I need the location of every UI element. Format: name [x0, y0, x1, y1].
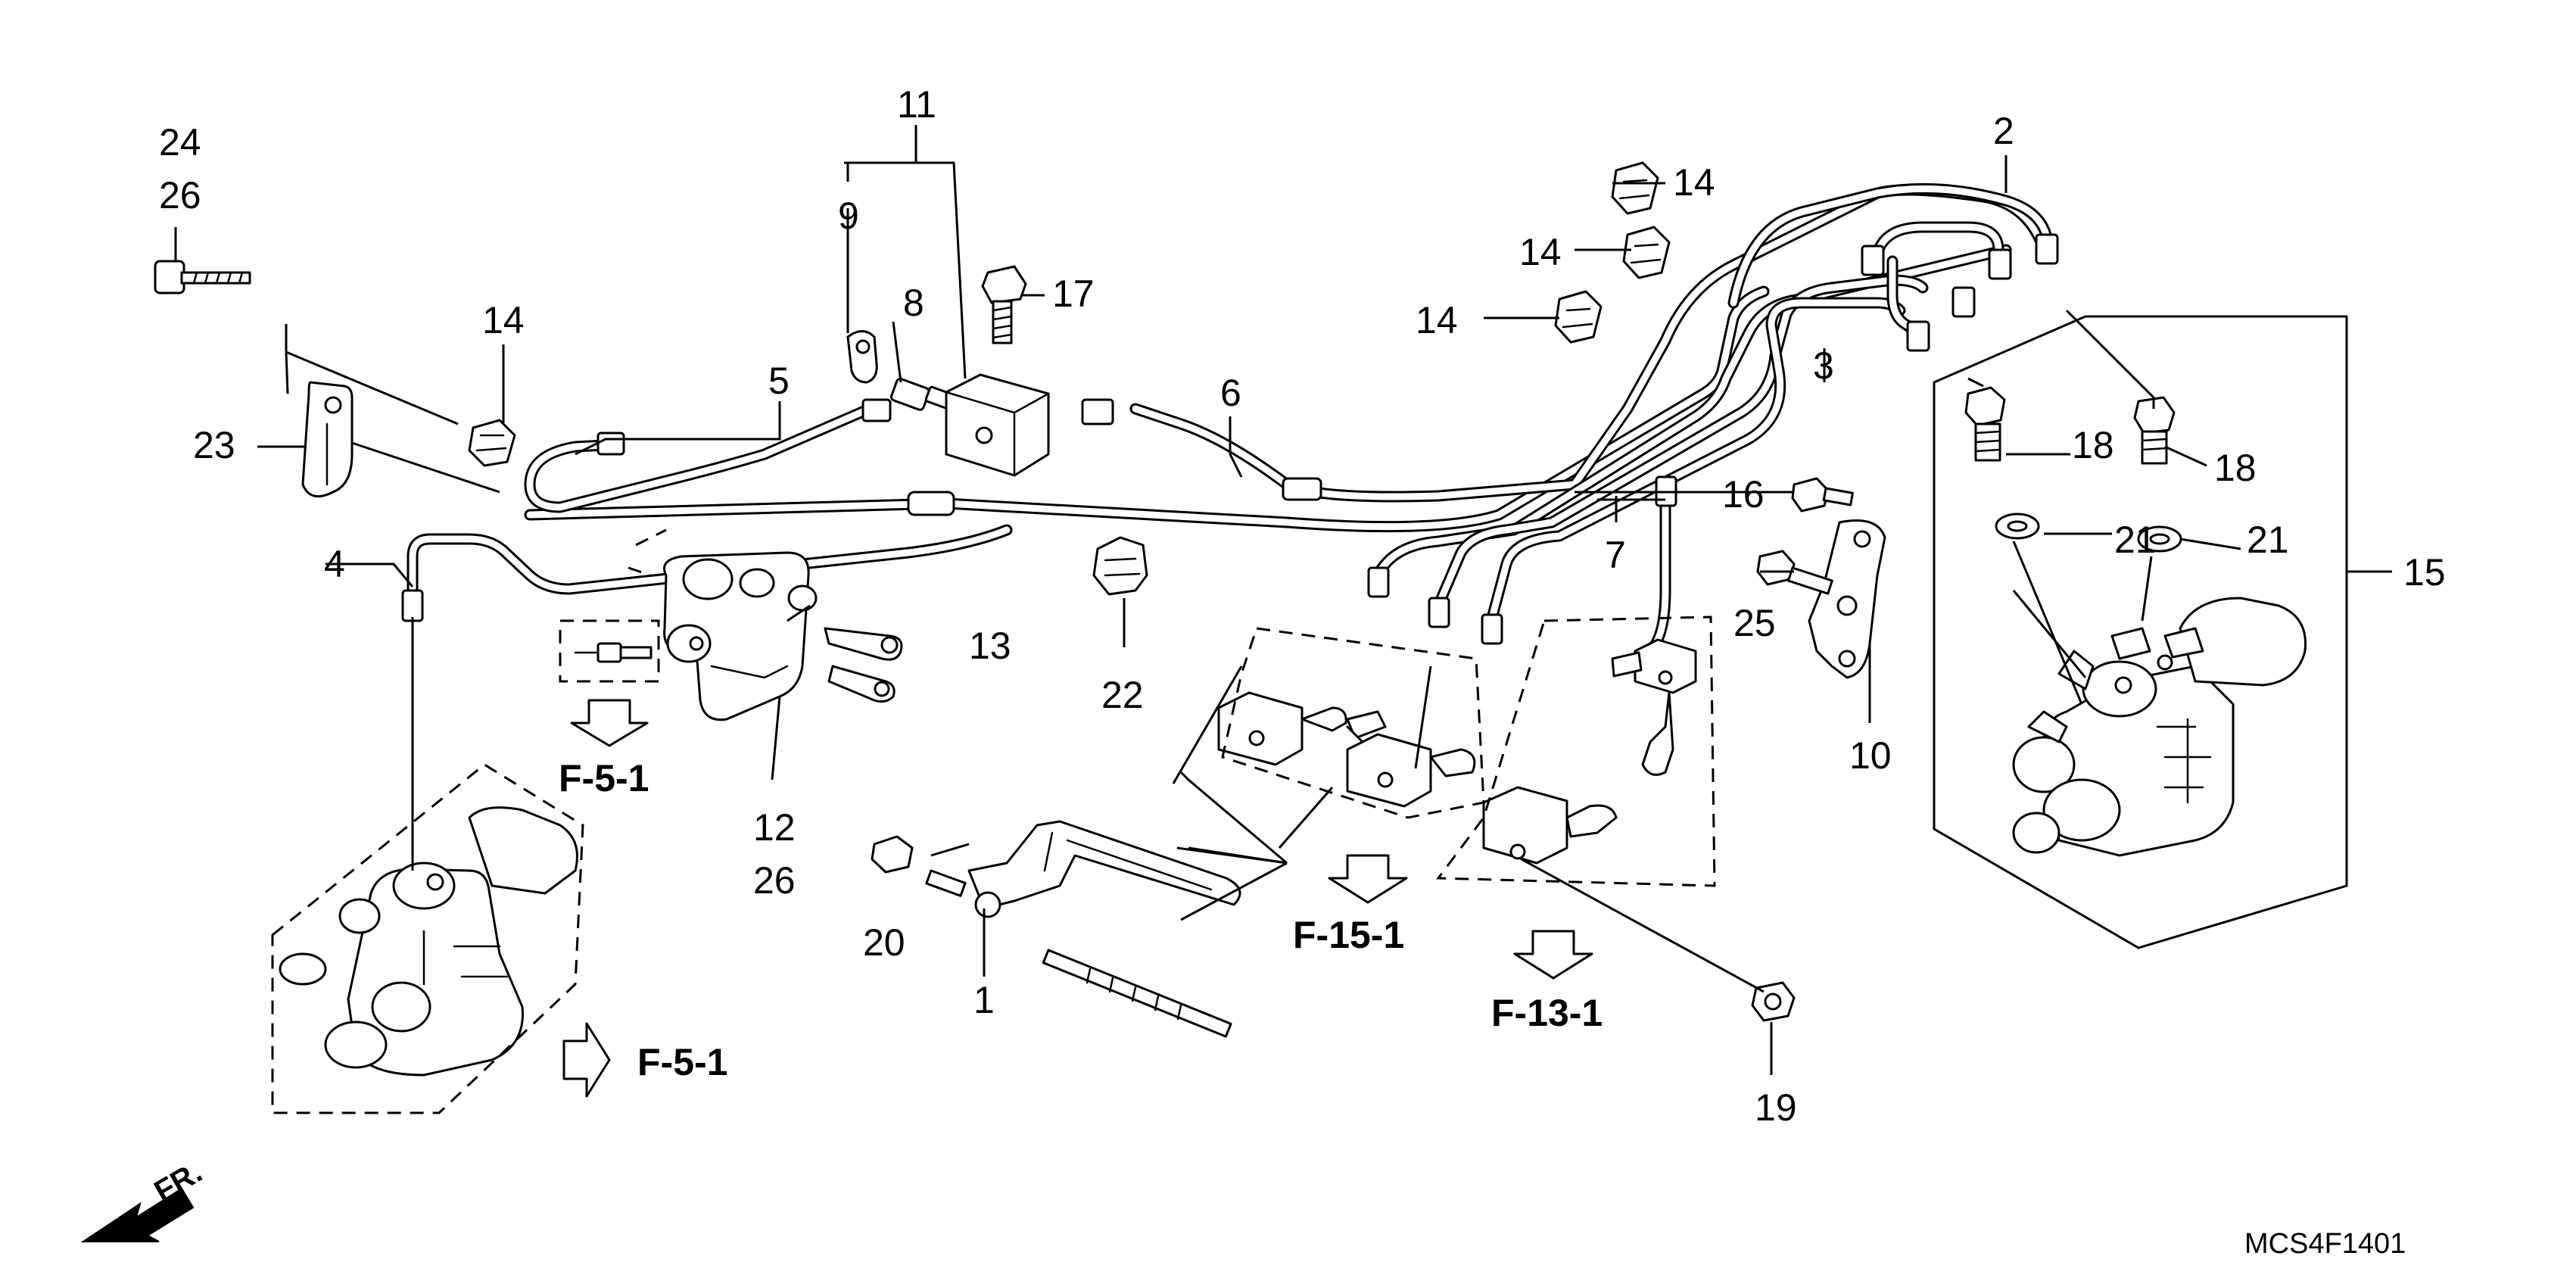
pipe-fittings: [401, 233, 2059, 645]
callout-11: 11: [897, 83, 936, 126]
clip-14-top: [1611, 161, 1659, 215]
ref-label-f-15-1: F-15-1: [1293, 914, 1404, 956]
callout-24: 24: [159, 121, 201, 164]
ref-label-f-5-1-b: F-5-1: [637, 1041, 727, 1083]
callout-9: 9: [838, 195, 859, 237]
clip-14-left: [468, 419, 516, 467]
dashed-outlines: [271, 528, 1716, 1114]
washer-21-left: [1995, 513, 2040, 540]
brake-pipes: [406, 182, 2054, 672]
arrow-down-icon: [570, 699, 649, 747]
arrow-down-icon: [1513, 930, 1593, 980]
bolt-18-right: [2133, 396, 2176, 465]
bolt-16: [1791, 477, 1854, 513]
callout-17: 17: [1052, 273, 1095, 315]
arrow-right-icon: [562, 1022, 611, 1098]
group-15-outline: [1933, 315, 2348, 949]
bolt-25: [1756, 550, 1833, 595]
callout-7: 7: [1605, 534, 1626, 576]
callout-14c: 14: [1519, 231, 1562, 273]
callout-12: 12: [753, 806, 796, 849]
callout-3: 3: [1813, 344, 1834, 387]
callout-4: 4: [324, 543, 345, 585]
callout-16: 16: [1722, 473, 1765, 516]
callout-14d: 14: [1416, 299, 1458, 341]
callout-23: 23: [193, 424, 235, 466]
right-joint: [1611, 638, 1697, 776]
callout-22: 22: [1101, 674, 1144, 716]
callout-13: 13: [969, 625, 1011, 667]
callout-14a: 14: [482, 299, 525, 341]
callout-6: 6: [1220, 372, 1241, 414]
callout-5: 5: [768, 360, 790, 402]
bleed-cap-9: [846, 330, 878, 384]
callout-19: 19: [1755, 1086, 1797, 1129]
joint-block: [945, 373, 1050, 477]
bolt-17: [981, 265, 1027, 344]
callout-1: 1: [973, 979, 995, 1021]
rear-modulator-15: [2012, 597, 2307, 857]
callout-21b: 21: [2247, 519, 2289, 561]
callout-18b: 18: [2214, 447, 2257, 489]
callout-8: 8: [903, 282, 924, 324]
bolt-18-left: [1964, 386, 2006, 462]
callout-numbers: 1 2 3 4 5 6 7 8 9 10 11 12 13 14 14 14 1…: [159, 83, 2446, 1129]
ref-label-f-5-1-a: F-5-1: [559, 757, 649, 799]
bolt-24: [154, 260, 251, 294]
leader-lines: [174, 125, 2392, 1075]
callout-10: 10: [1849, 734, 1892, 777]
callout-15: 15: [2403, 551, 2446, 594]
valve-12: [663, 551, 818, 721]
ref-label-f-13-1: F-13-1: [1491, 992, 1603, 1034]
diagram-code: MCS4F1401: [2244, 1228, 2406, 1260]
reference-labels: F-5-1 F-5-1 F-15-1 F-13-1: [559, 757, 1603, 1083]
nut-20: [871, 835, 967, 897]
bracket-1: [967, 820, 1241, 1038]
callout-20: 20: [863, 921, 905, 964]
bleeder-small: [574, 642, 653, 663]
front-arrow-icon: [80, 1187, 195, 1242]
callout-14b: 14: [1673, 161, 1715, 204]
ref-arrows: [562, 699, 1593, 1098]
callout-18a: 18: [2072, 424, 2114, 466]
callout-25: 25: [1733, 602, 1776, 644]
bleed-screw-8: [889, 377, 953, 411]
clip-14-low: [1554, 290, 1603, 344]
clip-14-mid: [1622, 226, 1671, 279]
arrow-down-icon: [1328, 854, 1408, 904]
callout-26a: 26: [159, 174, 201, 217]
plate-10: [1808, 519, 1886, 679]
clip-22: [1092, 536, 1148, 596]
front-label: FR.: [149, 1155, 208, 1208]
front-left-modulator: [279, 806, 578, 1077]
links-13: [824, 627, 903, 703]
callout-2: 2: [1993, 110, 2014, 152]
bracket-23: [301, 381, 354, 498]
callout-21a: 21: [2114, 519, 2157, 561]
callout-26b: 26: [753, 859, 796, 902]
center-joints: [1217, 691, 1618, 865]
washer-21-right: [2137, 525, 2182, 553]
